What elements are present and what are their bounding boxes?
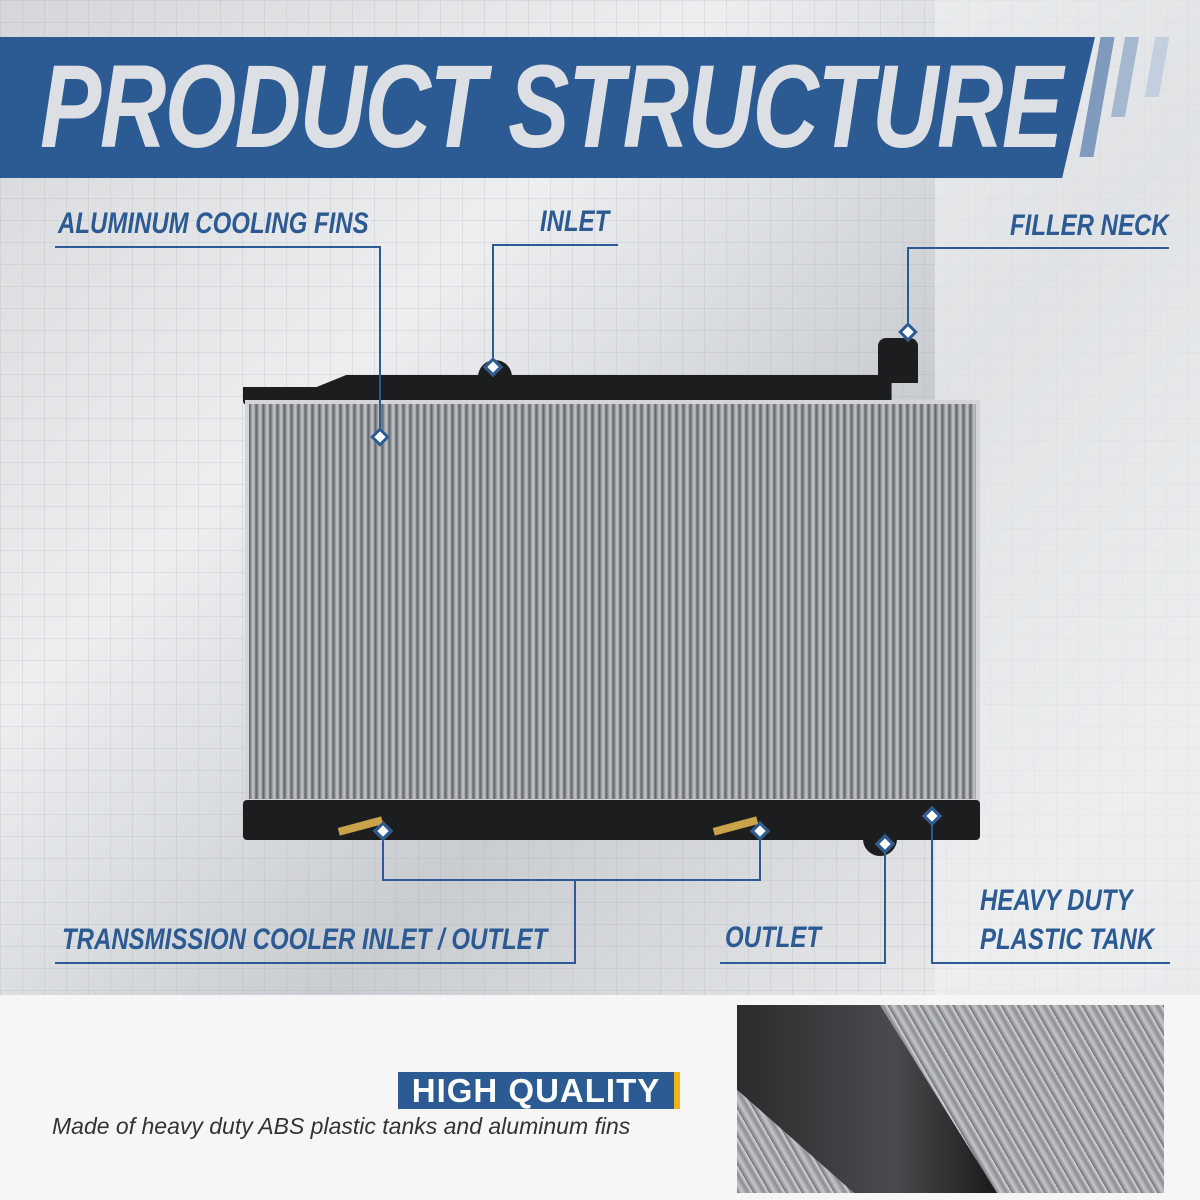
- page-title: PRODUCT STRUCTURE: [40, 41, 1063, 173]
- callout-line: [382, 830, 384, 880]
- callout-transmission-cooler: TRANSMISSION COOLER INLET / OUTLET: [62, 923, 548, 956]
- callout-inlet: INLET: [540, 205, 610, 238]
- callout-line: [492, 244, 618, 246]
- title-banner: [0, 37, 1095, 178]
- callout-line: [907, 247, 1169, 249]
- radiator-image: [238, 338, 985, 870]
- callout-line: [907, 247, 909, 331]
- callout-filler-neck: FILLER NECK: [1010, 209, 1169, 242]
- callout-line: [574, 880, 576, 964]
- callout-line: [759, 830, 761, 880]
- callout-line: [884, 843, 886, 964]
- callout-line: [379, 246, 381, 436]
- callout-tank-line1: HEAVY DUTY: [980, 884, 1133, 917]
- callout-line: [931, 962, 1170, 964]
- callout-line: [492, 244, 494, 366]
- callout-aluminum-fins: ALUMINUM COOLING FINS: [58, 207, 369, 240]
- callout-line: [382, 879, 761, 881]
- tank-closeup-plastic: [737, 1005, 997, 1193]
- callout-outlet: OUTLET: [725, 921, 821, 954]
- callout-line: [55, 246, 381, 248]
- high-quality-badge: HIGH QUALITY: [398, 1072, 680, 1109]
- aluminum-core: [245, 400, 980, 803]
- callout-tank-line2: PLASTIC TANK: [980, 923, 1155, 956]
- tank-closeup-image: [737, 1005, 1164, 1193]
- callout-line: [720, 962, 886, 964]
- feature-description: Made of heavy duty ABS plastic tanks and…: [52, 1113, 631, 1139]
- callout-line: [931, 815, 933, 964]
- callout-line: [55, 962, 576, 964]
- filler-neck-cap: [878, 338, 918, 383]
